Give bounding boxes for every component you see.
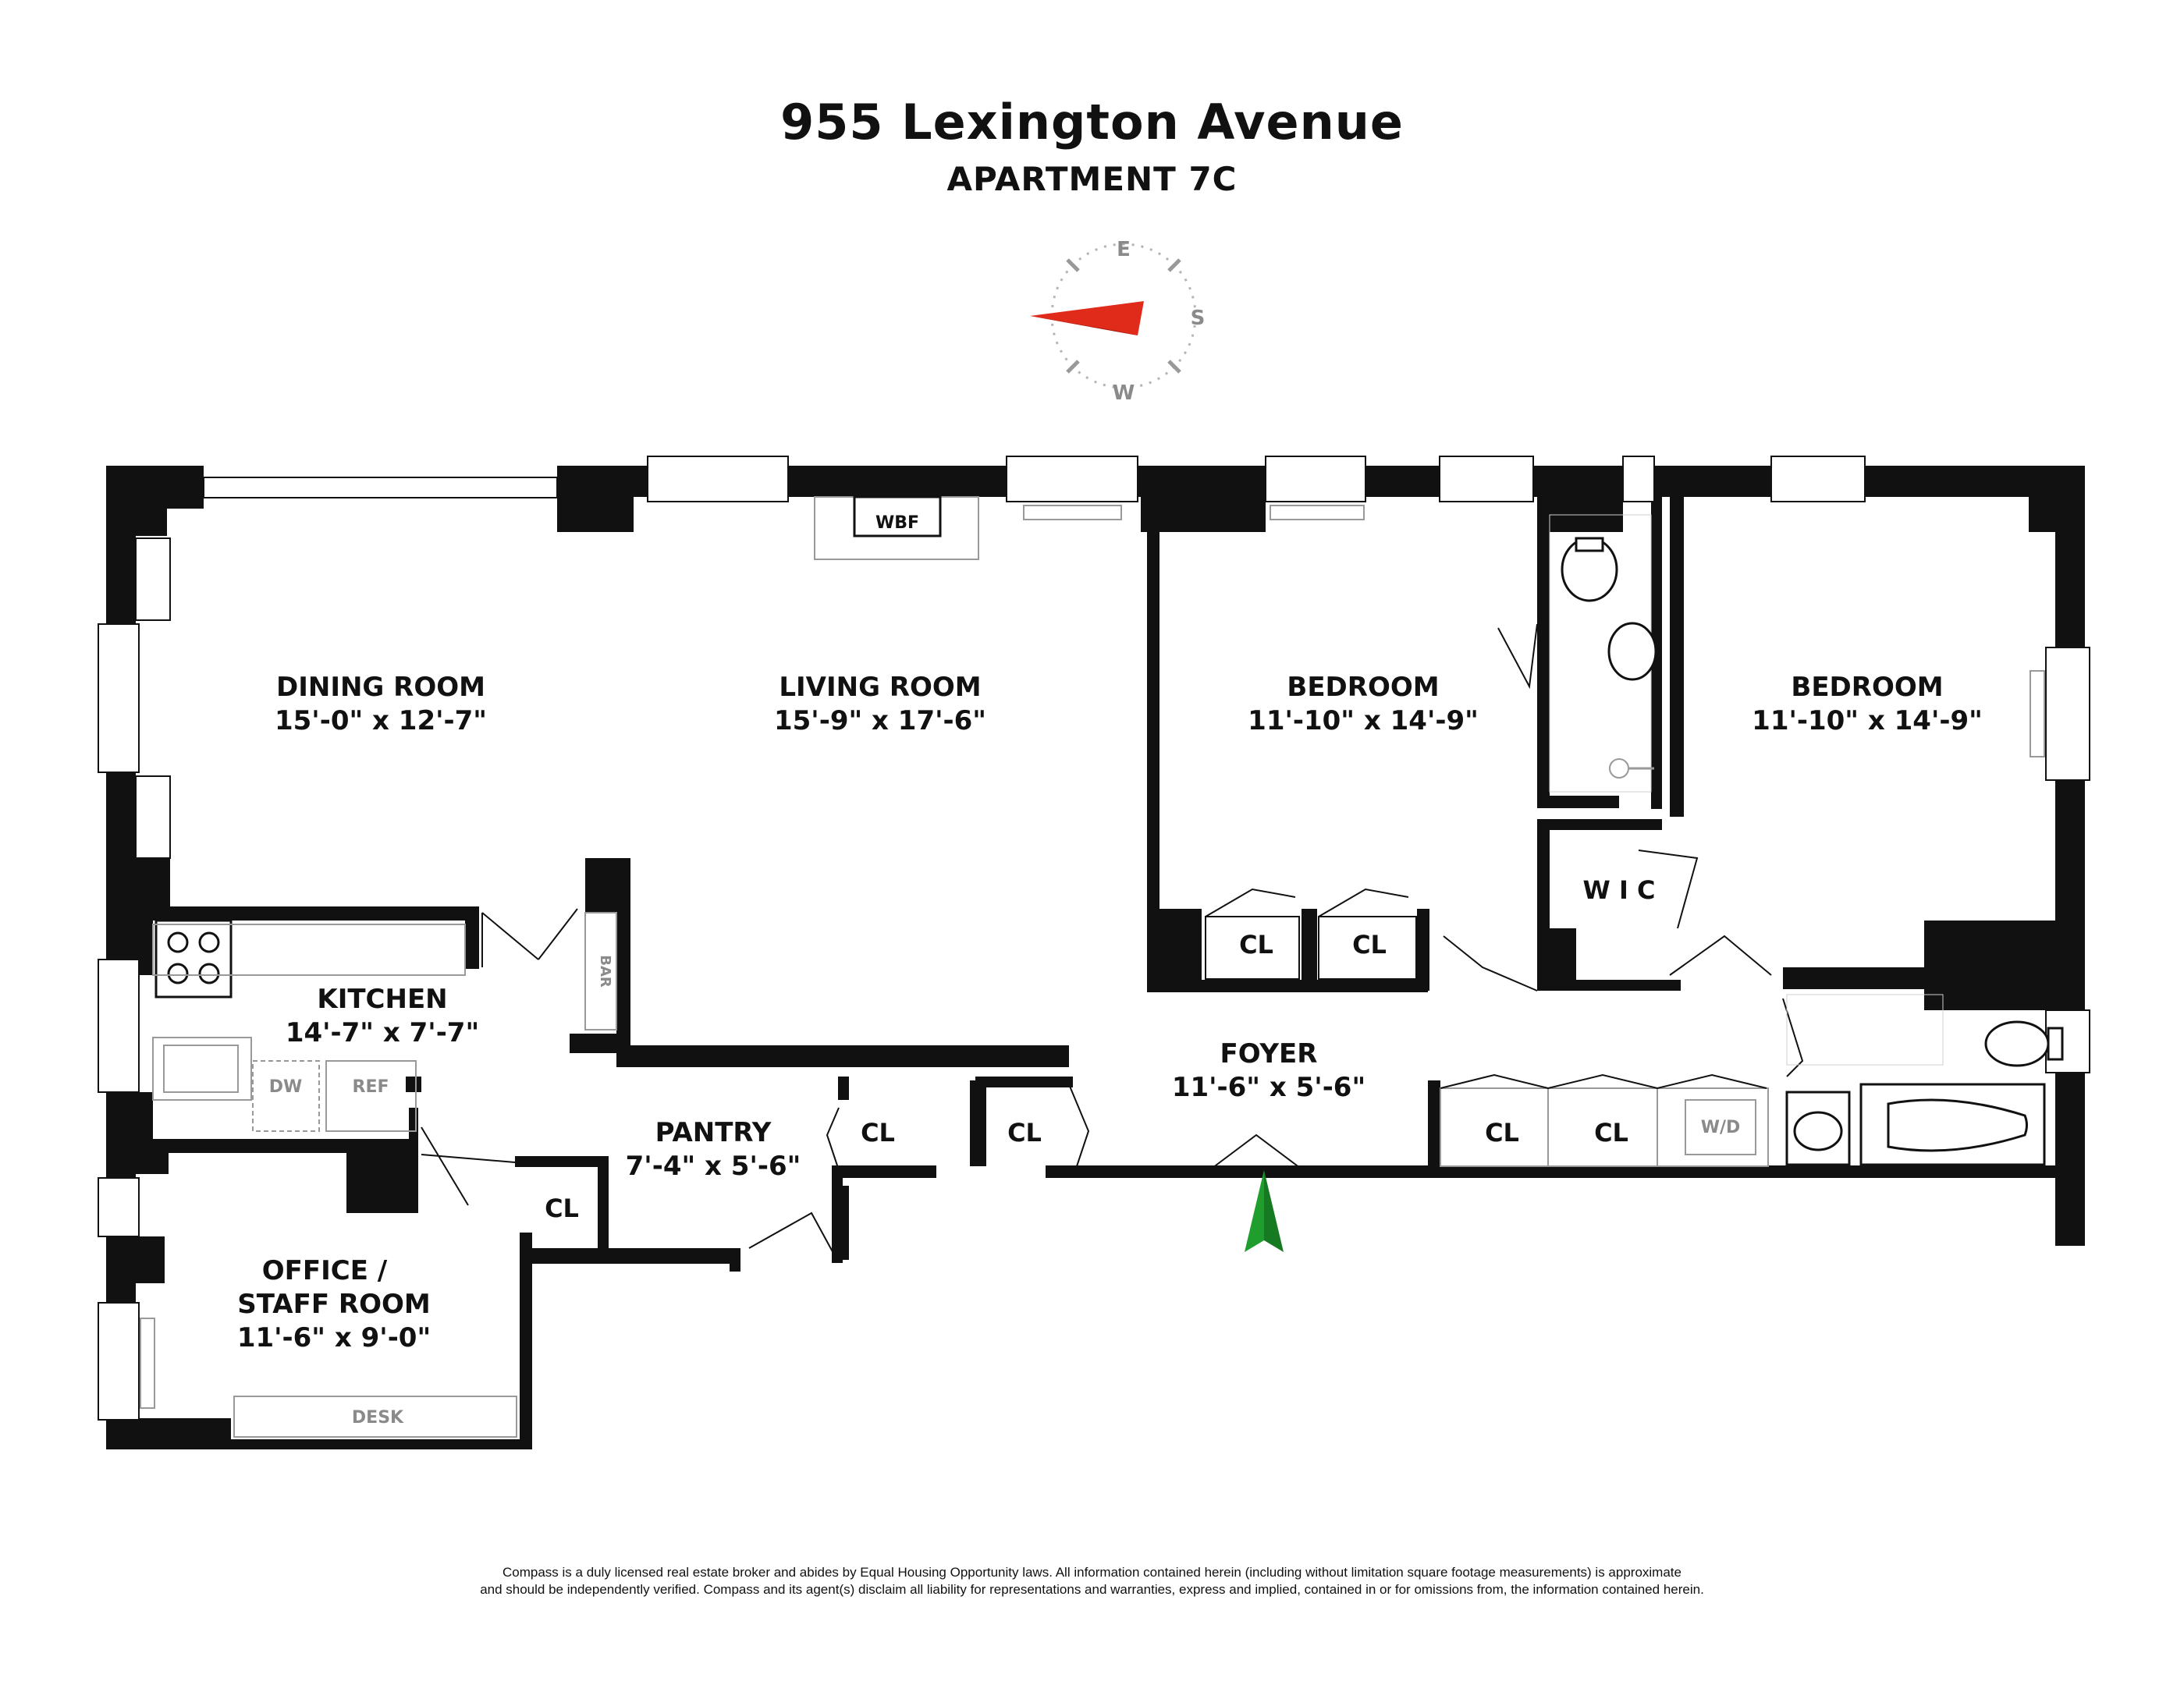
- disclaimer-line-1: Compass is a duly licensed real estate b…: [502, 1565, 1682, 1580]
- closet-label: CL: [1239, 930, 1273, 960]
- stove-icon: [154, 919, 233, 999]
- sink-icon: [152, 1037, 252, 1101]
- bar-label: BAR: [597, 955, 613, 988]
- closet-label: CL: [1352, 930, 1387, 960]
- walk-in-closet-label: W I C: [1583, 875, 1656, 905]
- room-labels: DINING ROOM 15'-0" x 12'-7" LIVING ROOM …: [237, 672, 1983, 1353]
- windows: [98, 456, 2090, 1421]
- kitchen-fixtures: DW REF: [152, 919, 466, 1132]
- compass-west-label: W: [1113, 381, 1135, 405]
- foyer-dims: 11'-6" x 5'-6": [1172, 1072, 1365, 1103]
- plan-title-address: 955 Lexington Avenue: [780, 94, 1404, 151]
- refrigerator-label: REF: [353, 1077, 389, 1097]
- compass-east-label: E: [1117, 238, 1131, 261]
- compass-needle-icon: [1030, 301, 1144, 335]
- washer-dryer-icon: [1685, 1099, 1756, 1155]
- dining-room-dims: 15'-0" x 12'-7": [275, 705, 487, 736]
- pantry-name: PANTRY: [655, 1117, 772, 1148]
- closet-label: CL: [1007, 1118, 1042, 1148]
- bedroom-1-dims: 11'-10" x 14'-9": [1248, 705, 1479, 736]
- interior-walls: [136, 466, 1970, 1260]
- toilet-icon: [1984, 1020, 2050, 1067]
- pantry-dims: 7'-4" x 5'-6": [626, 1151, 801, 1182]
- bathroom-2: [1785, 994, 2064, 1166]
- closet-label: CL: [545, 1194, 579, 1223]
- closet-label: CL: [1594, 1118, 1628, 1148]
- sink-icon: [1785, 1091, 1851, 1166]
- closet-label: CL: [1485, 1118, 1519, 1148]
- dishwasher-label: DW: [269, 1077, 303, 1097]
- foyer-name: FOYER: [1220, 1038, 1318, 1070]
- office-name-line-1: OFFICE /: [262, 1255, 388, 1286]
- living-room-name: LIVING ROOM: [779, 672, 981, 703]
- bathroom-1: [1549, 514, 1657, 793]
- disclaimer-line-2: and should be independently verified. Co…: [480, 1582, 1704, 1597]
- legal-disclaimer: Compass is a duly licensed real estate b…: [0, 1564, 2184, 1598]
- desk-label: DESK: [352, 1408, 404, 1428]
- compass: E S W: [1030, 238, 1205, 405]
- desk: DESK: [233, 1396, 517, 1438]
- bedroom-2-dims: 11'-10" x 14'-9": [1752, 705, 1983, 736]
- plan-title-unit: APARTMENT 7C: [946, 160, 1238, 198]
- office-name-line-2: STAFF ROOM: [237, 1289, 430, 1320]
- office-dims: 11'-6" x 9'-0": [237, 1322, 431, 1353]
- doors: [421, 623, 1804, 1257]
- entry-arrow-icon: [1245, 1170, 1284, 1252]
- dishwasher-icon: [252, 1060, 320, 1132]
- kitchen-dims: 14'-7" x 7'-7": [286, 1017, 479, 1048]
- closet-label: CL: [861, 1118, 895, 1148]
- foyer-closets: W/D: [1440, 1073, 1769, 1167]
- bathtub-icon: [1859, 1083, 2046, 1166]
- dining-room-name: DINING ROOM: [276, 672, 485, 703]
- bedroom-2-name: BEDROOM: [1791, 672, 1943, 703]
- bar: BAR: [584, 912, 617, 1031]
- sink-icon: [1607, 622, 1657, 681]
- kitchen-name: KITCHEN: [317, 984, 447, 1015]
- fireplace: WBF: [814, 495, 979, 560]
- washer-dryer-label: W/D: [1701, 1118, 1741, 1137]
- shower-icon: [1609, 758, 1629, 779]
- fireplace-label: WBF: [875, 513, 919, 533]
- bedroom-1-name: BEDROOM: [1287, 672, 1439, 703]
- refrigerator-icon: [325, 1060, 417, 1132]
- living-room-dims: 15'-9" x 17'-6": [774, 705, 986, 736]
- compass-south-label: S: [1191, 307, 1206, 330]
